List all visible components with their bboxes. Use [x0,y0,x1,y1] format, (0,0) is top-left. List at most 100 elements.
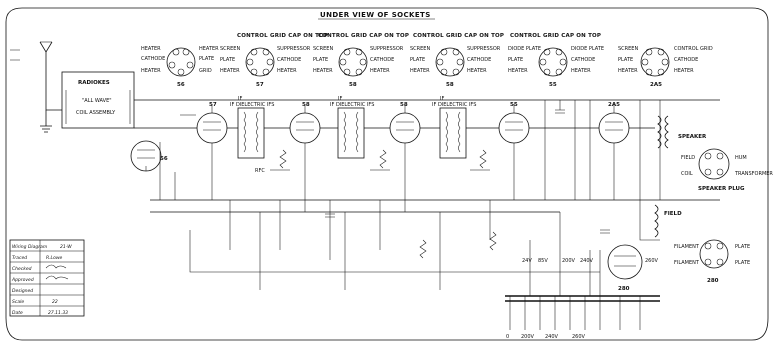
socket-58b: SCREEN PLATE HEATER SUPPRESSOR CATHODE H… [410,46,501,88]
socket-57-label: 57 [256,82,264,88]
tube-55: 55 [498,102,530,144]
wiring [134,99,720,290]
socket-55-label: 55 [549,82,557,88]
socket-58b-label: 58 [446,82,454,88]
socket-56: HEATER CATHODE HEATER HEATER PLATE GRID … [141,46,219,88]
socket-56-pin-left-2: HEATER [141,68,161,74]
socket-56-label: 56 [177,82,185,88]
socket-58b-pin-left-1: PLATE [410,57,425,63]
socket-58a-pin-right-2: HEATER [370,68,390,74]
if-3-top: IF [440,96,444,102]
socket-55: DIODE PLATE PLATE HEATER DIODE PLATE CAT… [508,46,604,88]
if-3-bottom: IF DIELECTRIC IFS [432,102,476,108]
tb-row-1-k: Traced [12,255,27,261]
tb-row-5-v: 22 [52,299,58,305]
socket-56-pin-right-1: PLATE [199,56,214,62]
tb-row-0-v: 21-W [60,244,72,250]
speaker-plug: FIELD COIL HUM TRANSFORMER SPEAKER PLUG [681,148,773,192]
socket-55-pin-left-2: HEATER [508,68,528,74]
speaker-field: FIELD [681,155,695,161]
socket-280-right-1: PLATE [735,260,750,266]
socket-55-pin-right-1: CATHODE [571,57,595,63]
tb-signature-2 [45,275,69,280]
socket-58b-pin-right-2: HEATER [467,68,487,74]
socket-280: FILAMENT FILAMENT PLATE PLATE 280 [674,239,750,284]
speaker-label: SPEAKER [678,134,707,140]
socket-58a: SCREEN PLATE HEATER SUPPRESSOR CATHODE H… [313,46,404,88]
rfc-label: RFC [255,168,265,174]
socket-55-pin-left-0: DIODE PLATE [508,46,541,52]
tb-signature-1 [45,264,67,269]
socket-2a5-pin-left-1: PLATE [618,57,633,63]
tb-row-5-k: Scale [12,299,24,305]
ground-icon [40,110,52,133]
socket-57: SCREEN PLATE HEATER SUPPRESSOR CATHODE H… [220,46,311,88]
tube-58a: 58 [289,102,321,144]
socket-58a-label: 58 [349,82,357,88]
speaker-coil: COIL [681,171,693,177]
tb-row-4-k: Designed [12,288,33,294]
aerial-icon [39,41,62,111]
power-label-2: 200V [562,258,576,264]
socket-57-pin-left-0: SCREEN [220,46,240,52]
speaker-hum: HUM [735,155,747,161]
page-title: UNDER VIEW OF SOCKETS [320,11,431,19]
socket-55-pin-right-0: DIODE PLATE [571,46,604,52]
socket-2a5-pin-left-0: SCREEN [618,46,638,52]
socket-2a5-pin-right-0: CONTROL GRID [674,46,713,52]
socket-280-left-1: FILAMENT [674,260,700,266]
socket-280-left-0: FILAMENT [674,244,700,250]
socket-2a5-pin-left-2: HEATER [618,68,638,74]
tb-row-6-k: Date [12,310,23,316]
tube-58a-label: 58 [302,102,310,108]
socket-2a5-pin-right-2: HEATER [674,68,694,74]
coil-line2: COIL ASSEMBLY [76,110,116,116]
socket-header-57: CONTROL GRID CAP ON TOP [237,33,328,39]
socket-55-pin-left-1: PLATE [508,57,523,63]
power-label-8: 260V [572,334,586,340]
power-label-6: 200V [521,334,535,340]
coil-line1: "ALL WAVE" [82,98,112,104]
socket-58b-pin-left-2: HEATER [410,68,430,74]
speaker-transformer-label: TRANSFORMER [734,171,773,177]
socket-280-right-0: PLATE [735,244,750,250]
speaker-transformer: SPEAKER [657,115,707,149]
tube-2a5: 2A5 [598,102,630,144]
tb-row-1-v: R.Lowe [46,255,62,261]
power-label-5: 0 [506,334,509,340]
socket-57-pin-right-1: CATHODE [277,57,301,63]
power-label-4: 260V [645,258,659,264]
if-1-bottom: IF DIELECTRIC IFS [230,102,274,108]
drawing-border [5,7,769,341]
tb-row-0-k: Wiring Diagram [12,244,48,250]
if-2-bottom: IF DIELECTRIC IFS [330,102,374,108]
socket-58a-pin-right-1: CATHODE [370,57,394,63]
power-label-3: 240V [580,258,594,264]
socket-57-pin-right-2: HEATER [277,68,297,74]
if-transformer-3: IF IF DIELECTRIC IFS [432,96,476,159]
socket-58a-pin-left-1: PLATE [313,57,328,63]
tube-280-label: 280 [618,286,630,292]
tube-2a5-label: 2A5 [608,102,620,108]
tb-row-6-v: 27.11.33 [48,310,68,316]
socket-58b-pin-right-1: CATHODE [467,57,491,63]
tube-57: 57 [196,102,228,144]
field-coil: FIELD [654,204,682,238]
socket-280-label: 280 [707,278,719,284]
socket-56-pin-right-2: GRID [199,68,212,74]
tb-row-3-k: Approved [11,277,34,283]
tube-56-label: 56 [160,156,168,162]
power-transformer: 24V 85V 200V 240V 260V 0 200V 240V 260V [505,240,660,340]
if-1-top: IF [238,96,242,102]
tube-58b: 58 [389,102,421,144]
tube-55-label: 55 [510,102,518,108]
socket-58b-pin-right-0: SUPPRESSOR [467,46,501,52]
if-transformer-1: IF IF DIELECTRIC IFS [230,96,274,159]
if-2-top: IF [338,96,342,102]
socket-2a5-pin-right-1: CATHODE [674,57,698,63]
socket-58a-pin-right-0: SUPPRESSOR [370,46,404,52]
socket-57-pin-right-0: SUPPRESSOR [277,46,311,52]
power-label-7: 240V [545,334,559,340]
field-label: FIELD [664,211,682,217]
coil-brand: RADIOKES [78,80,110,86]
